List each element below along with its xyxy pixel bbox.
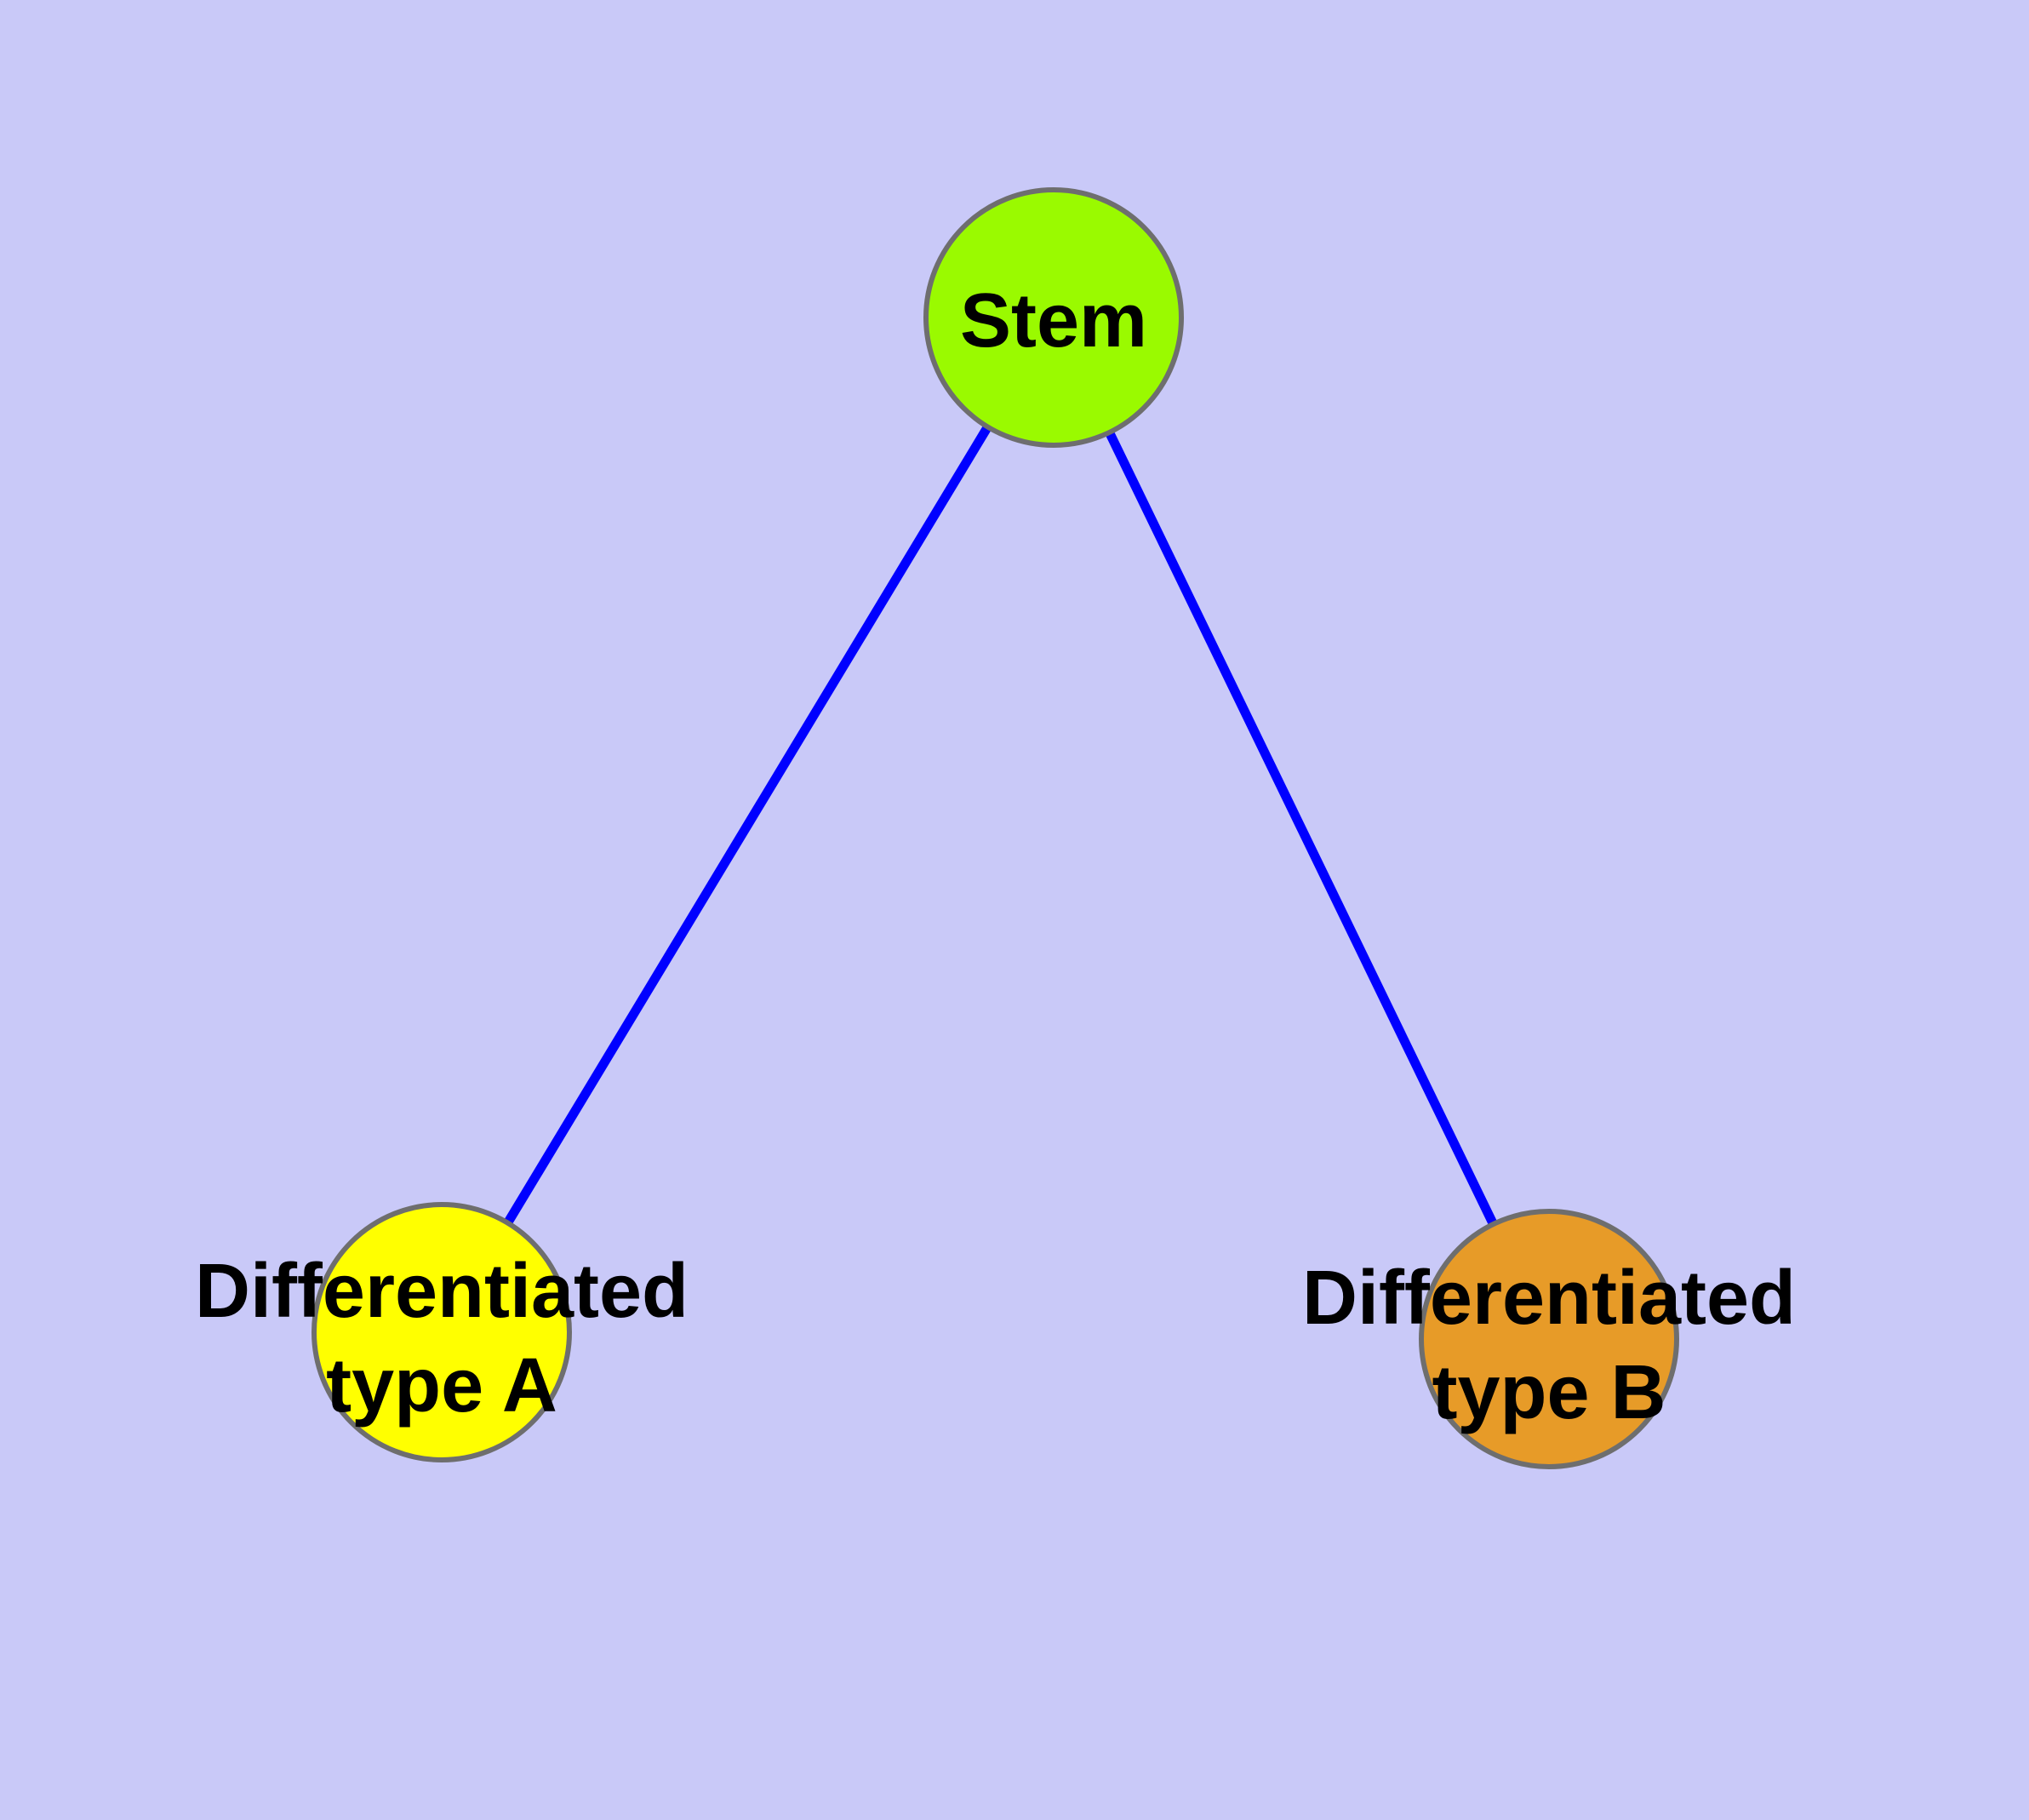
node-type-a-border — [311, 1202, 572, 1462]
node-type-b-label-line2: type B — [1432, 1350, 1666, 1435]
node-stem-border — [923, 187, 1184, 448]
node-type-a-label-line2: type A — [326, 1343, 557, 1428]
node-stem-circle — [926, 190, 1181, 445]
node-type-a-label-line1: Differentiated — [195, 1249, 689, 1334]
node-type-a-circle — [314, 1205, 569, 1460]
node-differentiated-type-a: Differentiated type A — [195, 1202, 689, 1462]
node-stem-label: Stem — [960, 278, 1147, 363]
edge-stem-to-type-b — [1049, 315, 1553, 1342]
node-differentiated-type-b: Differentiated type B — [1302, 1209, 1796, 1469]
node-stem: Stem — [923, 187, 1184, 448]
edge-stem-to-type-a — [437, 315, 1058, 1335]
node-type-b-circle — [1421, 1211, 1677, 1467]
node-type-b-label-line1: Differentiated — [1302, 1256, 1796, 1341]
node-type-b-border — [1419, 1209, 1679, 1469]
